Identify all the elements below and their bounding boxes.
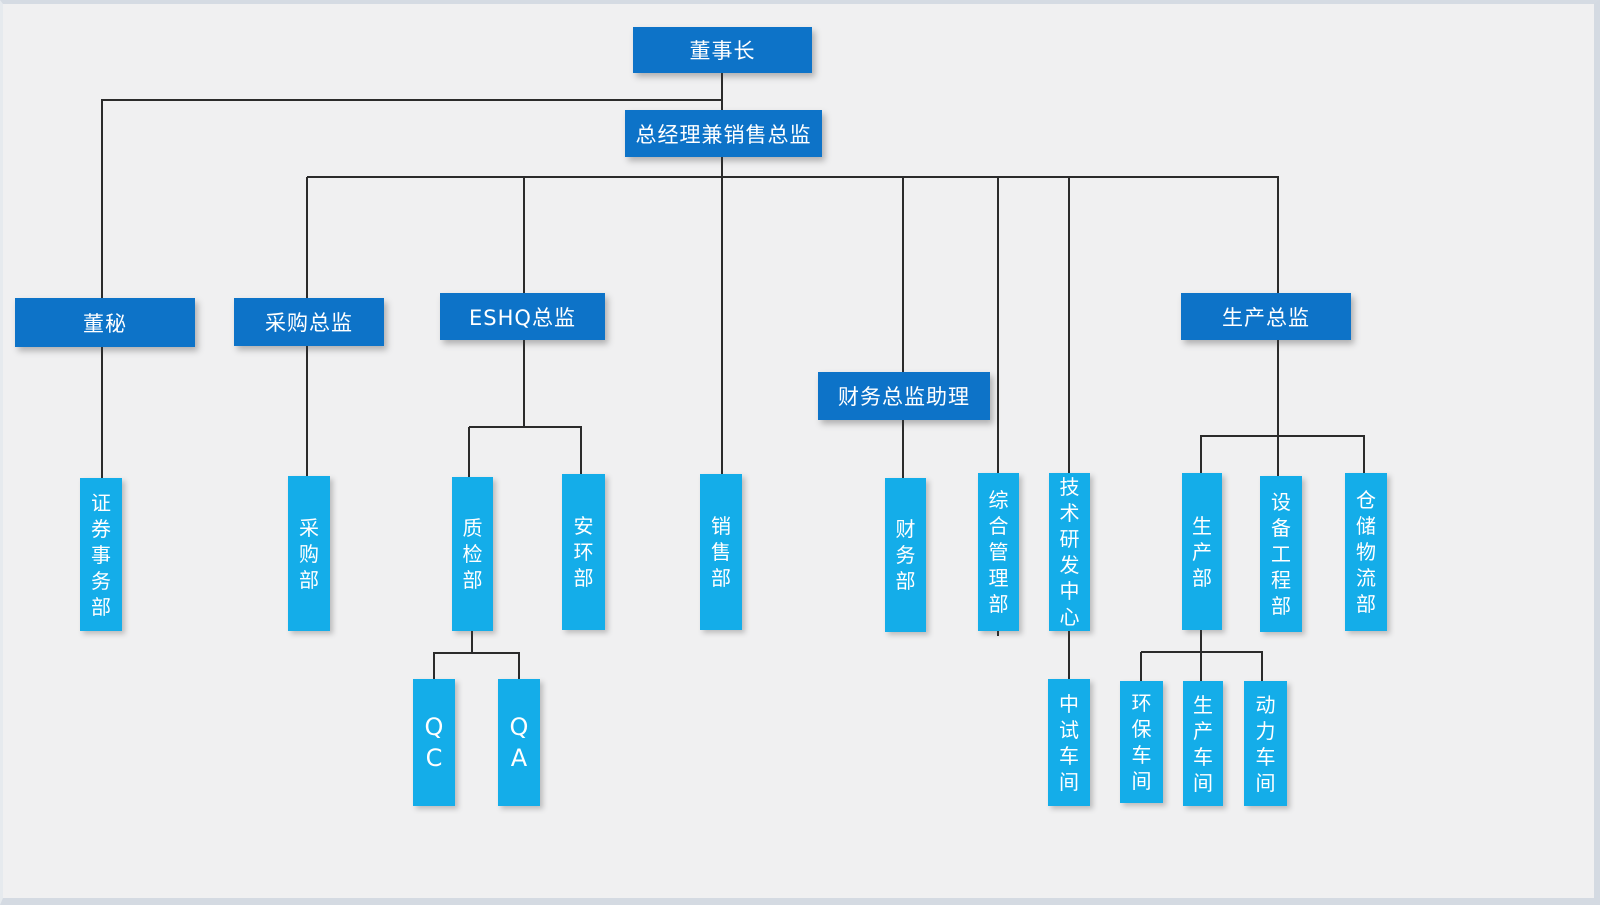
node-general-management-dept[interactable]: 综合管理部 xyxy=(978,473,1019,631)
connector-line xyxy=(1200,630,1202,653)
connector-line xyxy=(721,177,723,474)
node-label: 董秘 xyxy=(83,311,127,336)
connector-line xyxy=(1068,177,1070,473)
node-securities-affairs-dept[interactable]: 证券事务部 xyxy=(80,478,122,631)
node-sales-dept[interactable]: 销售部 xyxy=(700,474,742,630)
node-production-director[interactable]: 生产总监 xyxy=(1181,293,1351,340)
node-label: 总经理兼销售总监 xyxy=(635,122,812,147)
connector-line xyxy=(902,420,904,478)
node-label: 仓储物流部 xyxy=(1356,488,1376,616)
node-equipment-engineering-dept[interactable]: 设备工程部 xyxy=(1260,476,1302,632)
node-label: 财务总监助理 xyxy=(838,385,970,409)
connector-line xyxy=(433,652,520,654)
node-procurement-director[interactable]: 采购总监 xyxy=(234,298,384,346)
connector-line xyxy=(518,653,520,679)
node-quality-inspection-dept[interactable]: 质检部 xyxy=(452,477,493,631)
node-environmental-workshop[interactable]: 环保车间 xyxy=(1120,681,1163,803)
node-label: 财务部 xyxy=(895,517,916,593)
node-production-workshop[interactable]: 生产车间 xyxy=(1183,681,1223,806)
node-label: 董事长 xyxy=(689,39,756,63)
node-label: 综合管理部 xyxy=(988,488,1009,616)
node-label: 采购总监 xyxy=(265,311,353,335)
node-label: 安环部 xyxy=(573,514,594,590)
node-eshq-director[interactable]: ESHQ总监 xyxy=(440,293,605,340)
node-tech-rd-center[interactable]: 技术研发中心 xyxy=(1049,473,1090,631)
node-label: 生产总监 xyxy=(1222,305,1310,330)
node-label: 中试车间 xyxy=(1059,691,1079,794)
node-safety-environment-dept[interactable]: 安环部 xyxy=(562,474,605,630)
connector-line xyxy=(306,346,308,476)
connector-line xyxy=(997,177,999,473)
node-label: 质检部 xyxy=(462,516,483,592)
node-label: 设备工程部 xyxy=(1271,490,1291,618)
connector-line xyxy=(306,177,308,298)
node-chairman[interactable]: 董事长 xyxy=(633,27,812,73)
node-label: 销售部 xyxy=(711,514,731,590)
connector-line xyxy=(1068,631,1070,679)
node-warehouse-logistics-dept[interactable]: 仓储物流部 xyxy=(1345,473,1387,631)
connector-line xyxy=(1261,652,1263,681)
connector-line xyxy=(469,426,582,428)
connector-line xyxy=(433,653,435,679)
node-label: 证券事务部 xyxy=(91,490,111,619)
connector-line xyxy=(721,157,723,178)
node-label: 生产部 xyxy=(1192,513,1212,590)
node-gm-sales-director[interactable]: 总经理兼销售总监 xyxy=(625,110,822,157)
node-label: 动力车间 xyxy=(1255,692,1276,795)
node-procurement-dept[interactable]: 采购部 xyxy=(288,476,330,631)
connector-line xyxy=(468,427,470,477)
node-finance-assistant-director[interactable]: 财务总监助理 xyxy=(818,372,990,420)
node-pilot-test-workshop[interactable]: 中试车间 xyxy=(1048,679,1090,806)
connector-line xyxy=(1200,436,1202,473)
node-board-secretary[interactable]: 董秘 xyxy=(15,298,195,347)
node-label: ESHQ总监 xyxy=(469,305,576,330)
connector-line xyxy=(1200,435,1365,437)
connector-line xyxy=(523,177,525,293)
connector-line xyxy=(101,100,103,298)
connector-line xyxy=(307,176,1279,178)
connector-line xyxy=(1277,340,1279,476)
node-label: 采购部 xyxy=(299,515,319,592)
connector-line xyxy=(523,340,525,428)
node-power-workshop[interactable]: 动力车间 xyxy=(1244,681,1287,806)
connector-line xyxy=(580,427,582,474)
connector-line xyxy=(1200,652,1202,681)
node-production-dept[interactable]: 生产部 xyxy=(1182,473,1222,630)
node-label: 技术研发中心 xyxy=(1059,475,1080,629)
connector-line xyxy=(471,631,473,654)
connector-line xyxy=(1277,177,1279,293)
node-finance-dept[interactable]: 财务部 xyxy=(885,478,926,632)
node-label: 环保车间 xyxy=(1131,691,1152,793)
node-label: 生产车间 xyxy=(1193,692,1213,795)
connector-line xyxy=(721,73,723,110)
connector-line xyxy=(1363,436,1365,473)
connector-line xyxy=(1141,651,1263,653)
connector-line xyxy=(101,346,103,478)
connector-line xyxy=(902,177,904,372)
connector-line xyxy=(997,631,999,636)
connector-line xyxy=(1140,652,1142,681)
connector-line xyxy=(101,99,723,101)
